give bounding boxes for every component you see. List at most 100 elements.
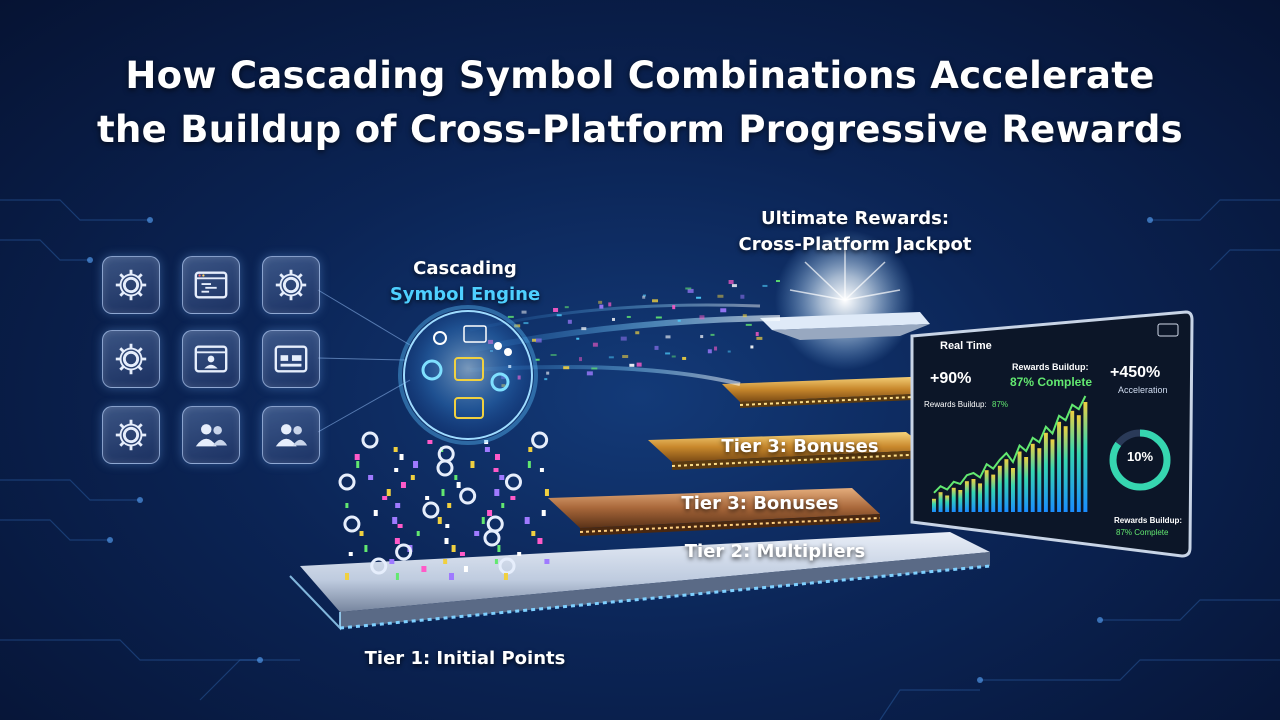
particle — [626, 315, 631, 318]
cascade-symbol — [436, 459, 454, 477]
particle — [598, 300, 603, 304]
icon-tile — [262, 406, 320, 464]
cascade-symbol — [484, 440, 489, 444]
icon-tile — [262, 256, 320, 314]
cascade-symbol — [416, 531, 420, 536]
particle — [622, 355, 629, 359]
user-window-icon — [192, 340, 230, 378]
dashboard-bar — [1063, 426, 1068, 512]
particle — [710, 333, 715, 336]
dashboard-window-icon — [272, 340, 310, 378]
dashboard-bar — [958, 490, 963, 512]
cascade-symbol — [421, 566, 427, 572]
icon-tile — [102, 330, 160, 388]
particle — [608, 356, 614, 359]
cascade-symbol — [524, 517, 530, 524]
dashboard-bar — [997, 465, 1002, 512]
cascade-symbol — [443, 559, 448, 564]
particle — [599, 304, 604, 309]
icon-tile — [182, 256, 240, 314]
cascade-symbol — [447, 503, 452, 508]
cascade-symbol — [456, 482, 461, 488]
cascade-symbol — [527, 461, 531, 468]
stat1-value: +90% — [930, 370, 972, 387]
cascade-symbol — [495, 454, 501, 460]
particle — [775, 280, 780, 283]
cascade-symbol — [395, 543, 413, 561]
dashboard-panel — [910, 310, 1194, 558]
cascade-symbol — [501, 503, 505, 508]
dashboard-bar — [1004, 459, 1009, 512]
particle — [665, 335, 671, 339]
ring-value: 10% — [1127, 449, 1154, 464]
symbol-engine-orb — [398, 305, 538, 445]
title-line-1: How Cascading Symbol Combinations Accele… — [125, 54, 1155, 97]
particle — [620, 336, 627, 341]
icon-tile — [182, 330, 240, 388]
gear-icon — [112, 266, 150, 304]
gear-icon — [272, 266, 310, 304]
particle — [728, 279, 734, 284]
particle — [521, 310, 527, 314]
cascade-symbol — [517, 552, 522, 556]
jackpot-label: Cross-Platform Jackpot — [738, 234, 972, 255]
dashboard-bar-chart — [932, 402, 1088, 512]
dashboard-bar — [1030, 443, 1035, 512]
cascade-symbol — [494, 559, 498, 564]
cascade-symbol — [343, 515, 361, 533]
connector-lines — [317, 289, 411, 433]
jackpot-platform — [760, 230, 930, 370]
tier1-platform — [289, 532, 991, 631]
particle — [514, 324, 521, 328]
cascade-symbol — [487, 510, 493, 516]
cascade-symbol — [395, 573, 399, 580]
cascade-symbol — [359, 531, 364, 536]
cascade-symbol — [497, 545, 501, 552]
cascade-symbol — [427, 440, 433, 444]
cascade-symbol — [356, 461, 360, 468]
cascade-symbol — [354, 454, 360, 460]
dashboard-bar — [984, 470, 989, 512]
cascade-symbol — [389, 559, 395, 564]
particle — [654, 345, 659, 350]
cascade-symbol — [481, 517, 485, 524]
cascade-symbol — [463, 566, 468, 572]
dashboard-bar — [1083, 402, 1088, 512]
particle — [544, 378, 548, 381]
dashboard-bar — [1057, 421, 1062, 512]
particle — [591, 367, 598, 370]
particle — [642, 294, 646, 297]
particle — [556, 314, 562, 317]
dashboard-bar — [964, 481, 969, 512]
cascade-symbol — [494, 489, 500, 496]
top-gold-platform — [722, 376, 957, 408]
particle — [586, 371, 593, 376]
particle — [635, 331, 640, 335]
cascade-symbol — [539, 468, 544, 472]
particle — [553, 307, 559, 312]
cascade-symbol — [451, 545, 456, 552]
cascade-symbol — [348, 552, 353, 556]
buildup-label: Rewards Buildup: — [924, 400, 987, 409]
tier3-platform — [648, 432, 931, 470]
cascade-symbol — [382, 496, 388, 500]
particle — [700, 335, 704, 339]
particle — [576, 337, 580, 340]
particle — [665, 352, 671, 355]
cascade-symbol — [448, 573, 454, 580]
particle — [699, 315, 705, 320]
users-icon — [192, 416, 230, 454]
cascade-symbol — [504, 473, 522, 491]
particle — [727, 350, 731, 353]
cascade-symbol — [345, 503, 349, 508]
cascade-symbol — [474, 531, 480, 536]
cascade-symbol — [441, 489, 445, 496]
circuit-lines — [0, 199, 1280, 720]
dashboard-bar — [1017, 451, 1022, 512]
stat3-subtitle: Acceleration — [1118, 385, 1168, 395]
particle — [581, 327, 587, 331]
dashboard-bar — [978, 483, 983, 512]
cascade-symbol — [437, 517, 442, 524]
